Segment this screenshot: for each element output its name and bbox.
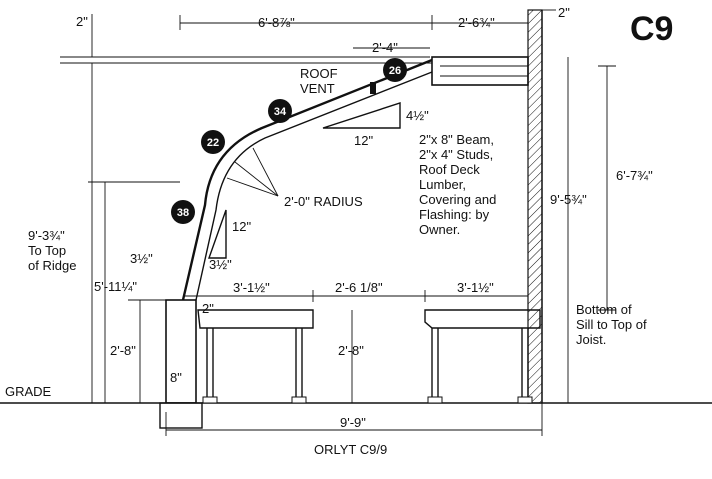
text-line: Owner.: [419, 222, 460, 237]
label-wall-slope-rise: 12": [232, 219, 251, 234]
text-line: Sill to Top of: [576, 317, 647, 332]
label-seat-right: 3'-1½": [457, 280, 494, 295]
text-line: Flashing: by: [419, 207, 490, 222]
label-grade: GRADE: [5, 384, 52, 399]
roof-deck-inner: [195, 71, 433, 301]
label-vent-width: 2'-4": [372, 40, 398, 55]
label-slope-run: 12": [354, 133, 373, 148]
front-post: [165, 299, 197, 404]
label-span-main: 6'-8⅞": [258, 15, 295, 30]
label-seat-left: 3'-1½": [233, 280, 270, 295]
text-line: Covering and: [419, 192, 496, 207]
label-span-right: 2'-6¾": [458, 15, 495, 30]
text-line: Joist.: [576, 332, 606, 347]
label-front-post: 2'-8": [110, 343, 136, 358]
badge-34: 34: [268, 99, 292, 123]
drawing-id: C9: [630, 10, 673, 48]
roof-slope-triangle: [322, 102, 401, 129]
text-line: 2"x 8" Beam,: [419, 132, 494, 147]
label-slope-rise: 4½": [406, 108, 429, 123]
wall-slope-triangle: [208, 209, 227, 259]
dimension-lines: [60, 9, 616, 436]
back-wall: [527, 9, 543, 404]
text-line: Lumber,: [419, 177, 466, 192]
text-line: 9'-3¾": [28, 228, 65, 243]
label-aisle: 2'-6 1/8": [335, 280, 383, 295]
label-eave-height: 5'-11¼": [94, 279, 137, 294]
text-line: ROOF: [300, 66, 338, 81]
text-line: of Ridge: [28, 258, 76, 273]
label-radius: 2'-0" RADIUS: [284, 194, 363, 209]
label-overall-height: 9'-5¾": [550, 192, 587, 207]
label-overall-width: 9'-9": [340, 415, 366, 430]
callout-badges: 26 34 22 38: [171, 58, 407, 224]
badge-26: 26: [383, 58, 407, 82]
label-top-offset: 2": [76, 14, 88, 29]
footing: [159, 402, 203, 429]
text-line: To Top: [28, 243, 66, 258]
badge-22: 22: [201, 130, 225, 154]
svg-text:38: 38: [177, 207, 189, 219]
roof-vent: [370, 82, 376, 94]
svg-text:26: 26: [389, 65, 401, 77]
ridge-box: [431, 56, 529, 86]
text-line: 2"x 4" Studs,: [419, 147, 493, 162]
svg-text:22: 22: [207, 137, 219, 149]
label-wall-thickness: 3½": [130, 251, 153, 266]
linework: [0, 9, 712, 429]
text-line: VENT: [300, 81, 335, 96]
label-seat-height: 2'-8": [338, 343, 364, 358]
text-line: Bottom of: [576, 302, 632, 317]
label-right-height: 6'-7¾": [616, 168, 653, 183]
bench-left: [197, 309, 314, 404]
label-top-right: 2": [558, 5, 570, 20]
label-wall-slope-run: 3½": [209, 257, 232, 272]
svg-text:34: 34: [274, 106, 287, 118]
bench-right: [424, 309, 541, 404]
label-post-offset: 2": [202, 301, 214, 316]
footer-code: ORLYT C9/9: [314, 442, 387, 457]
text-line: Roof Deck: [419, 162, 480, 177]
badge-38: 38: [171, 200, 195, 224]
label-post-width: 8": [170, 370, 182, 385]
roof-deck-outer: [181, 58, 433, 301]
